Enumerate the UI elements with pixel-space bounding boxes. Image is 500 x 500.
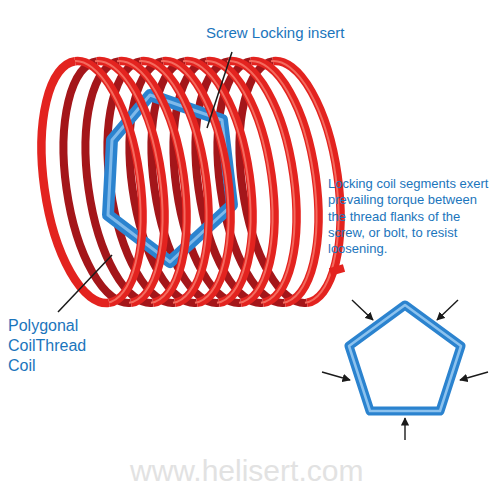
force-arrow [437, 300, 458, 320]
coil-winding-highlight [161, 55, 242, 303]
coil-winding-highlight [227, 55, 308, 303]
coil-winding-highlight [95, 55, 176, 303]
coil-front [28, 55, 355, 310]
coil-winding-highlight [183, 55, 264, 303]
coil-winding-highlight [249, 55, 330, 303]
description-note: Locking coil segments exert prevailing t… [328, 176, 496, 257]
coil-winding-highlight [139, 55, 220, 303]
force-arrow [352, 300, 373, 320]
coil-winding-highlight [117, 55, 198, 303]
watermark: www.helisert.com [130, 452, 430, 490]
force-arrow [322, 372, 350, 380]
coil-end-ring [28, 61, 109, 309]
force-arrow [404, 418, 405, 440]
coil-winding-highlight [73, 55, 154, 303]
leader-line [207, 52, 232, 128]
coil-winding-front [75, 55, 156, 303]
coil-tang [330, 268, 344, 272]
part-label: Polygonal CoilThread Coil [8, 316, 104, 376]
pentagon-highlight [349, 305, 461, 411]
coil-winding-highlight [205, 55, 286, 303]
leader-line [58, 255, 112, 312]
pentagon-coil-section [349, 305, 461, 411]
force-arrow [460, 372, 488, 380]
part-label: Screw Locking insert [206, 24, 406, 43]
